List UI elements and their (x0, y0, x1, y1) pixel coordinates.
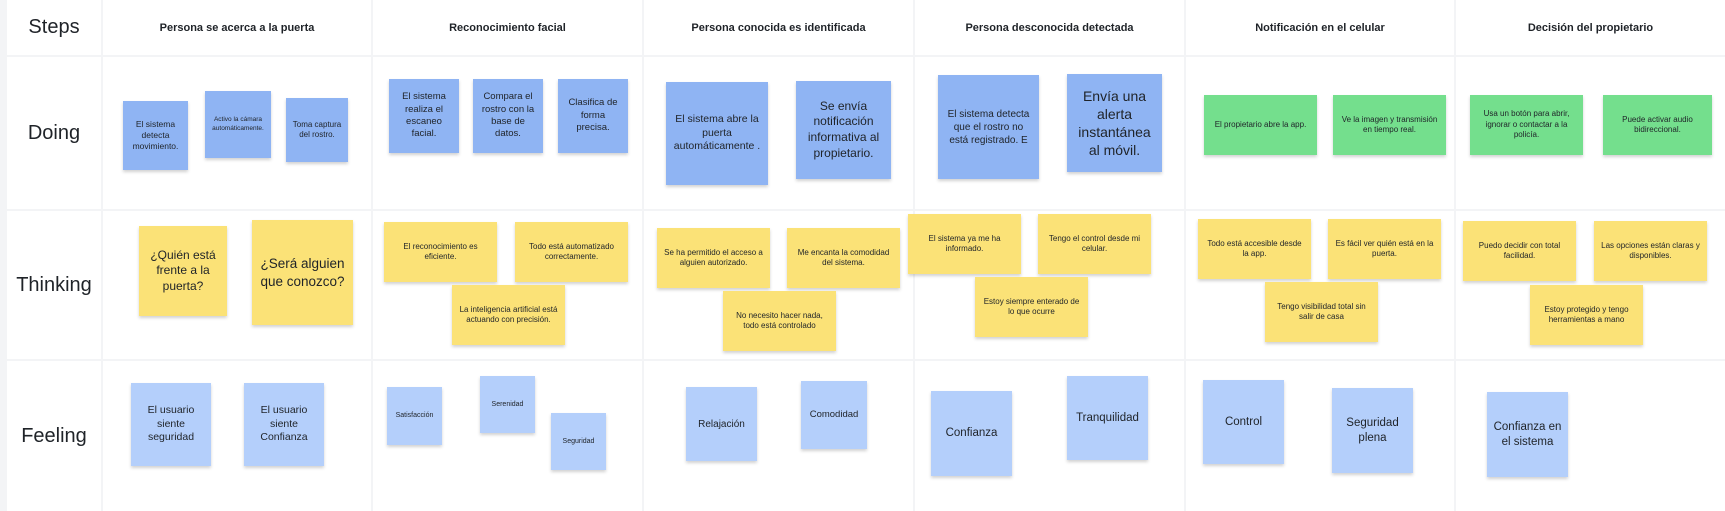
sticky-note[interactable]: El usuario siente seguridad (131, 383, 211, 466)
sticky-note[interactable]: Control (1203, 380, 1284, 464)
column-header-approach: Persona se acerca a la puerta (159, 21, 315, 34)
sticky-note[interactable]: Compara el rostro con la base de datos. (473, 79, 543, 153)
sticky-note[interactable]: Se ha permitido el acceso a alguien auto… (657, 228, 770, 288)
sticky-note[interactable]: Puede activar audio bidireccional. (1603, 95, 1712, 155)
column-header-notification: Notificación en el celular (1255, 21, 1385, 34)
sticky-note[interactable]: La inteligencia artificial está actuando… (452, 285, 565, 345)
sticky-note[interactable]: Se envía notificación informativa al pro… (796, 81, 891, 179)
column-header-owner-decision: Decisión del propietario (1527, 21, 1654, 34)
cell-header-1 (103, 0, 371, 55)
cell-header-2 (373, 0, 642, 55)
sticky-note[interactable]: Toma captura del rostro. (286, 98, 348, 162)
column-header-unknown-person: Persona desconocida detectada (965, 21, 1134, 34)
sticky-note[interactable]: Seguridad (551, 413, 606, 470)
sticky-note[interactable]: Serenidad (480, 376, 535, 433)
sticky-note[interactable]: No necesito hacer nada, todo está contro… (723, 291, 836, 351)
sticky-note[interactable]: El propietario abre la app. (1204, 95, 1317, 155)
sticky-note[interactable]: El sistema detecta que el rostro no está… (938, 75, 1039, 179)
sticky-note[interactable]: Todo está accesible desde la app. (1198, 219, 1311, 279)
sticky-note[interactable]: Estoy protegido y tengo herramientas a m… (1530, 285, 1643, 345)
cell-header-6 (1456, 0, 1725, 55)
sticky-note[interactable]: Usa un botón para abrir, ignorar o conta… (1470, 95, 1583, 155)
sticky-note[interactable]: ¿Quién está frente a la puerta? (139, 226, 227, 316)
row-label-steps: Steps (28, 16, 80, 38)
sticky-note[interactable]: Envía una alerta instantánea al móvil. (1067, 74, 1162, 172)
sticky-note[interactable]: El sistema realiza el escaneo facial. (389, 79, 459, 153)
column-header-facial-recognition: Reconocimiento facial (449, 21, 566, 34)
row-label-doing: Doing (27, 121, 81, 144)
sticky-note[interactable]: El reconocimiento es eficiente. (384, 222, 497, 282)
cell-feeling-label (7, 361, 101, 511)
sticky-note[interactable]: Activo la cámara automáticamente. (205, 91, 271, 158)
cell-header-3 (644, 0, 913, 55)
cell-header-4 (915, 0, 1184, 55)
sticky-note[interactable]: Confianza (931, 391, 1012, 476)
sticky-note[interactable]: El sistema detecta movimiento. (123, 101, 188, 170)
sticky-note[interactable]: Tengo visibilidad total sin salir de cas… (1265, 282, 1378, 342)
sticky-note[interactable]: Tranquilidad (1067, 376, 1148, 460)
sticky-note[interactable]: Me encanta la comodidad del sistema. (787, 228, 900, 288)
sticky-note[interactable]: Es fácil ver quién está en la puerta. (1328, 219, 1441, 279)
sticky-note[interactable]: Clasifica de forma precisa. (558, 79, 628, 153)
sticky-note[interactable]: Las opciones están claras y disponibles. (1594, 221, 1707, 281)
sticky-note[interactable]: ¿Será alguien que conozco? (252, 220, 353, 325)
sticky-note[interactable]: Relajación (686, 387, 757, 461)
sticky-note[interactable]: Puedo decidir con total facilidad. (1463, 221, 1576, 281)
sticky-note[interactable]: El sistema ya me ha informado. (908, 214, 1021, 274)
sticky-note[interactable]: Confianza en el sistema (1487, 392, 1568, 477)
row-label-feeling: Feeling (21, 424, 87, 447)
sticky-note[interactable]: El usuario siente Confianza (244, 383, 324, 466)
cell-feeling-3 (644, 361, 913, 511)
sticky-note[interactable]: Tengo el control desde mi celular. (1038, 214, 1151, 274)
cell-header-5 (1186, 0, 1454, 55)
column-header-known-person: Persona conocida es identificada (691, 21, 866, 34)
sticky-note[interactable]: Ve la imagen y transmisión en tiempo rea… (1333, 95, 1446, 155)
cell-doing-label (7, 57, 101, 209)
sticky-note[interactable]: Satisfacción (387, 387, 442, 445)
sticky-note[interactable]: Comodidad (801, 381, 867, 449)
sticky-note[interactable]: Seguridad plena (1332, 388, 1413, 473)
cell-steps-label (7, 0, 101, 55)
sticky-note[interactable]: El sistema abre la puerta automáticament… (666, 82, 768, 185)
row-label-thinking: Thinking (16, 273, 92, 296)
sticky-note[interactable]: Todo está automatizado correctamente. (515, 222, 628, 282)
sticky-note[interactable]: Estoy siempre enterado de lo que ocurre (975, 277, 1088, 337)
cell-thinking-label (7, 211, 101, 359)
